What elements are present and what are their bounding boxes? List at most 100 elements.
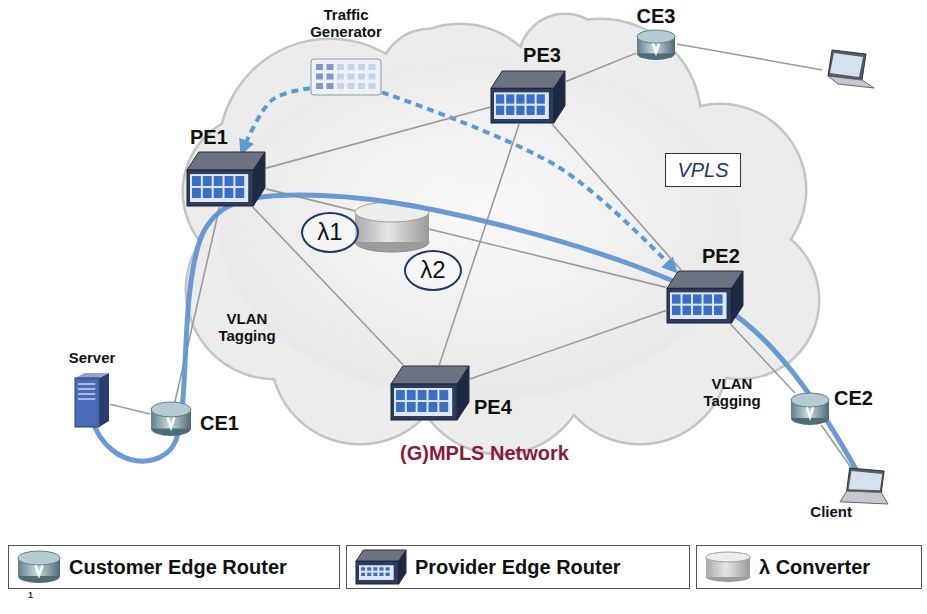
device-label: CE3 xyxy=(637,5,676,28)
pe-side xyxy=(253,152,265,206)
service-label: VPLS xyxy=(677,159,728,181)
link-line xyxy=(470,311,666,379)
router-top xyxy=(18,551,60,565)
cylinder-top xyxy=(706,552,750,562)
pe-port xyxy=(537,106,545,115)
generator-port xyxy=(348,83,355,89)
router-mark xyxy=(653,44,659,53)
router-mark xyxy=(35,565,42,575)
generator-port xyxy=(358,64,365,70)
generator-port xyxy=(337,83,344,89)
pe-port xyxy=(527,94,535,103)
pe-panel xyxy=(670,292,727,319)
pe-front xyxy=(391,384,457,420)
wavelength-ellipse: λ2 xyxy=(404,250,462,291)
network-device: CE2 xyxy=(790,393,830,425)
network-device: PE2 xyxy=(666,270,744,324)
generator-case xyxy=(311,59,381,95)
pe-port xyxy=(537,94,545,103)
pe-port xyxy=(379,567,383,570)
network-device: CE3 xyxy=(636,30,676,60)
pe-port xyxy=(496,94,504,103)
network-device: PE3 xyxy=(490,70,566,124)
device-label: CE2 xyxy=(834,387,873,410)
server-slot xyxy=(78,383,95,385)
pe-port xyxy=(516,106,524,115)
generator-port xyxy=(327,64,334,70)
pe-port xyxy=(693,294,702,303)
wavelength-label: λ1 xyxy=(317,219,342,245)
legend-text: λ Converter xyxy=(759,556,870,579)
pe-port xyxy=(235,188,244,198)
cloud-highlight xyxy=(220,60,740,400)
server-slot xyxy=(78,393,95,395)
pe-port xyxy=(386,567,390,570)
pe-port xyxy=(214,176,223,186)
generator-port xyxy=(337,64,344,70)
pe-front xyxy=(356,561,399,584)
pe-port xyxy=(379,573,383,576)
network-device: PE1 xyxy=(186,151,266,207)
pe-side xyxy=(457,366,469,420)
legend-entry: Provider Edge Router xyxy=(346,545,690,589)
server-top xyxy=(75,373,109,378)
pe-port xyxy=(396,402,405,412)
device-icon xyxy=(74,372,110,428)
device-icon xyxy=(150,402,192,436)
pe-top xyxy=(667,271,743,288)
link-line xyxy=(266,107,490,168)
pe-port xyxy=(714,306,723,315)
service-path xyxy=(92,195,870,495)
legend-entry: λ Converter xyxy=(696,545,922,589)
pe-port xyxy=(367,573,371,576)
device-icon xyxy=(490,70,566,124)
device-icon xyxy=(186,151,266,207)
laptop-base xyxy=(840,491,888,504)
link-line xyxy=(439,124,519,365)
legend-text: Customer Edge Router xyxy=(69,556,287,579)
cloud-outline xyxy=(184,15,818,453)
generator-port xyxy=(369,74,376,80)
pe-top xyxy=(491,71,565,88)
pe-port xyxy=(192,188,201,198)
pe-port xyxy=(496,106,504,115)
traffic-arrow xyxy=(242,88,310,151)
generator-port xyxy=(348,74,355,80)
cloud-fill xyxy=(184,15,818,453)
generator-port xyxy=(316,83,323,89)
wavelength-label: λ2 xyxy=(420,257,445,283)
generator-port xyxy=(348,64,355,70)
server-front xyxy=(75,378,99,427)
pe-port xyxy=(418,402,427,412)
generator-port xyxy=(316,64,323,70)
pe-panel xyxy=(190,174,248,202)
network-title: (G)MPLS Network xyxy=(400,442,569,465)
network-device: CE1 xyxy=(150,402,192,436)
device-label: Server xyxy=(69,349,116,366)
legend-icon xyxy=(705,551,751,583)
pe-port xyxy=(693,306,702,315)
link-line xyxy=(677,44,822,70)
pe-port xyxy=(373,567,377,570)
service-box: VPLS xyxy=(665,153,741,187)
generator-port xyxy=(369,64,376,70)
pe-port xyxy=(361,567,365,570)
pe-top xyxy=(391,366,469,384)
link-line xyxy=(175,207,220,402)
device-icon xyxy=(310,58,382,96)
link-line xyxy=(110,404,150,414)
device-label: Client xyxy=(810,503,852,520)
pe-top xyxy=(356,550,406,561)
pe-top xyxy=(187,152,265,170)
pe-port xyxy=(192,176,201,186)
pe-panel xyxy=(494,92,549,119)
pe-port xyxy=(506,94,514,103)
footnote-mark: 1 xyxy=(28,590,33,600)
pe-port xyxy=(203,176,212,186)
pe-port xyxy=(672,306,681,315)
pe-front xyxy=(187,170,253,206)
pe-port xyxy=(429,402,438,412)
network-device: Server xyxy=(74,372,110,428)
